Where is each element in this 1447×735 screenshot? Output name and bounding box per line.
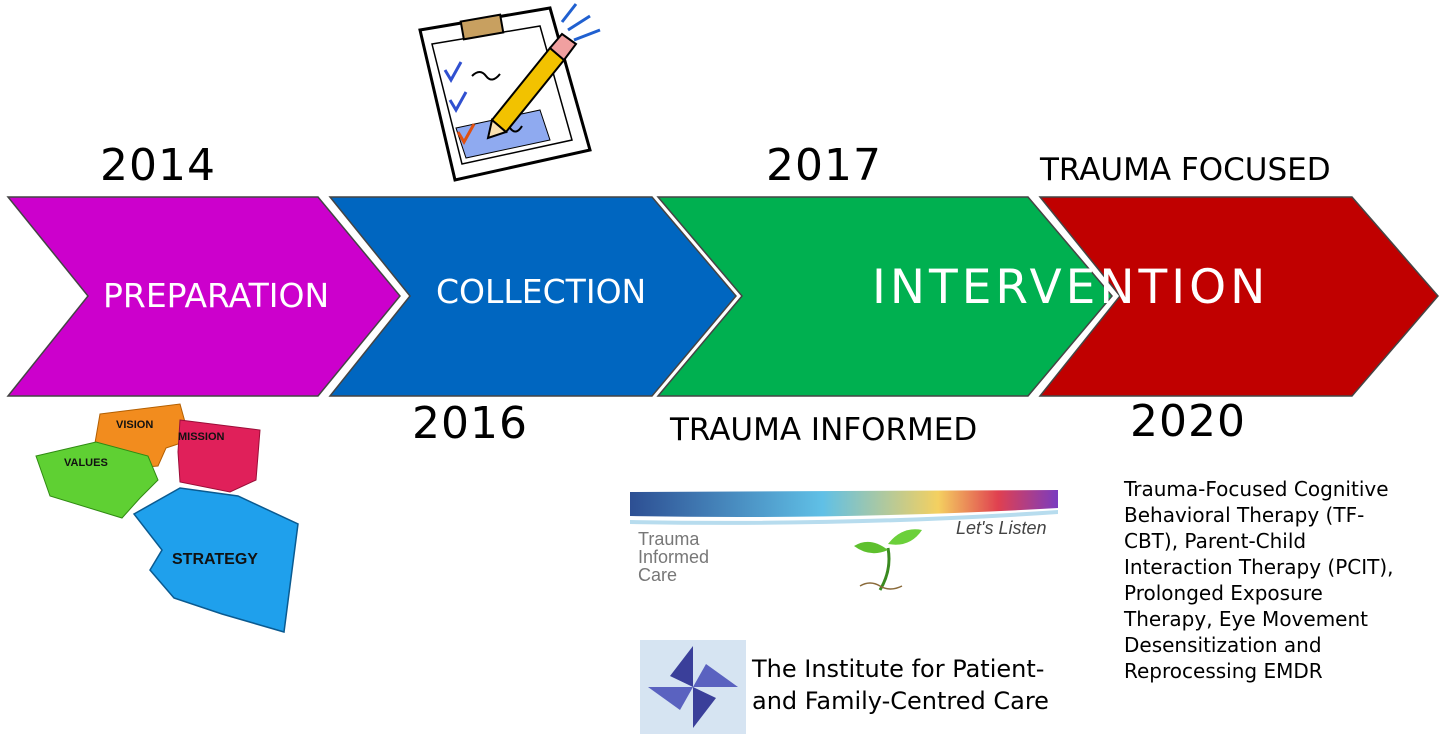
year-2020: 2020 [1130, 396, 1246, 447]
institute-name-line2: and Family-Centred Care [752, 687, 1049, 715]
year-2014: 2014 [100, 140, 216, 191]
chevron-collection [328, 196, 737, 397]
therapies-line8: Reprocessing EMDR [1124, 659, 1323, 683]
institute-pinwheel-icon [640, 640, 746, 734]
therapies-line6: Therapy, Eye Movement [1124, 607, 1368, 631]
year-2016: 2016 [412, 398, 528, 449]
clipboard-icon [418, 3, 601, 182]
therapies-line4: Interaction Therapy (PCIT), [1124, 555, 1394, 579]
year-2017: 2017 [766, 140, 882, 191]
phase-trauma-informed: TRAUMA INFORMED [670, 412, 978, 448]
chevron-intervention [656, 196, 1113, 397]
chevron-trauma-focused [1038, 196, 1439, 397]
institute-name-line1: The Institute for Patient- [752, 655, 1045, 683]
banner-swoosh [630, 490, 1058, 591]
tic-line2: Informed [638, 547, 710, 567]
puzzle-vision: VISION [116, 419, 153, 431]
therapies-line5: Prolonged Exposure [1124, 581, 1323, 605]
puzzle-strategy: STRATEGY [172, 551, 258, 568]
therapies-line1: Trauma-Focused Cognitive [1124, 477, 1389, 501]
chevron-preparation [6, 196, 401, 397]
therapies-line3: CBT), Parent-Child [1124, 529, 1307, 553]
therapies-line7: Desensitization and [1124, 633, 1322, 657]
puzzle-graphic: VISION MISSION VALUES STRATEGY [35, 403, 299, 633]
tic-line1: Trauma [638, 529, 700, 549]
stage-label-collection: COLLECTION [436, 272, 647, 311]
phase-trauma-focused: TRAUMA FOCUSED [1040, 152, 1331, 188]
tic-line3: Care [638, 565, 678, 585]
stage-label-intervention: INTERVENTION [872, 260, 1270, 315]
stage-label-preparation: PREPARATION [103, 276, 330, 315]
puzzle-mission: MISSION [178, 431, 225, 443]
trauma-informed-care-logo: Trauma Informed Care Let's Listen [630, 490, 1058, 596]
therapies-line2: Behavioral Therapy (TF- [1124, 503, 1365, 527]
tic-tagline: Let's Listen [956, 518, 1047, 538]
puzzle-values: VALUES [64, 457, 108, 469]
